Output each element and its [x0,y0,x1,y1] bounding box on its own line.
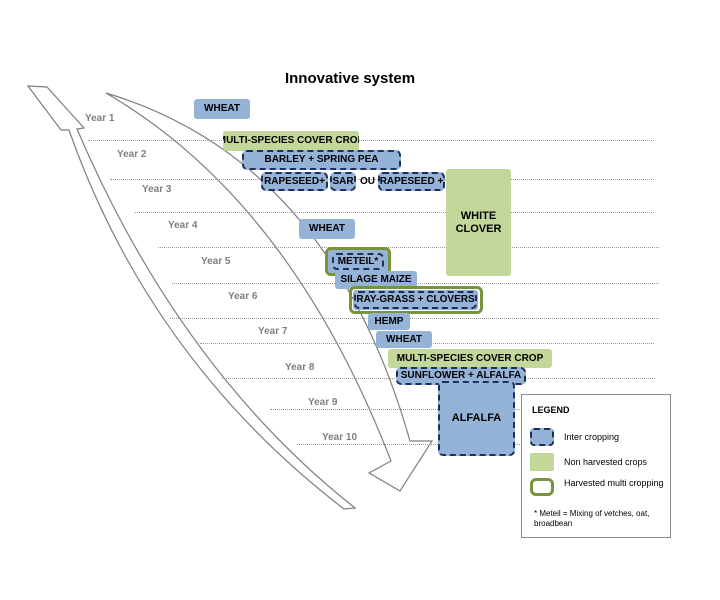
year-label: Year 2 [117,149,147,160]
legend-title: LEGEND [532,405,570,415]
downward-arrow [105,92,434,492]
crop-wheat: WHEAT [194,99,250,119]
legend-label-harvested-multi: Harvested multi cropping [564,478,664,488]
crop-raygrass-clovers: RAY-GRASS + CLOVERS [353,290,478,310]
year-separator [270,409,520,410]
legend-footnote: * Meteil = Mixing of vetches, oat, broad… [534,509,650,528]
year-separator [170,318,659,319]
crop-rapeseed: RAPESEED+ [261,172,328,191]
crop-alfalfa: ALFALFA [438,381,515,456]
crop-wheat: WHEAT [376,331,432,348]
crop-barley-spring-pea: BARLEY + SPRING PEA [242,150,401,170]
legend-swatch-inter-cropping [530,428,554,446]
crop-white-clover: WHITE CLOVER [446,169,511,276]
crop-silage-maize: SILAGE MAIZE [335,271,417,289]
year-separator [158,247,659,248]
raygrass-intercrop-border: RAY-GRASS + CLOVERS [354,291,477,309]
year-separator [297,444,520,445]
year-label: Year 4 [168,220,198,231]
legend-swatch-harvested-multi [530,478,554,496]
year-label: Year 5 [201,256,231,267]
diagram-title: Innovative system [284,70,416,87]
year-label: Year 7 [258,326,288,337]
legend-swatch-non-harvested [530,453,554,471]
raygrass-harvested-multi-border [349,286,483,314]
crop-cover-crop: MULTI-SPECIES COVER CROP [388,349,552,368]
crop-wheat: WHEAT [299,219,355,239]
legend: LEGEND Inter cropping Non harvested crop… [521,394,671,538]
upward-arrow [26,85,357,510]
or-label: OU [360,176,375,187]
year-label: Year 9 [308,397,338,408]
crop-meteil: METEIL* [328,250,388,273]
crop-sar: SAR [330,172,356,191]
year-separator [88,140,654,141]
legend-label-inter-cropping: Inter cropping [564,432,620,442]
year-label: Year 1 [85,113,115,124]
meteil-intercrop-border: METEIL* [332,253,384,270]
year-label: Year 3 [142,184,172,195]
year-label: Year 6 [228,291,258,302]
crop-hemp: HEMP [368,313,410,330]
year-label: Year 10 [322,432,358,443]
legend-label-non-harvested: Non harvested crops [564,457,648,467]
year-label: Year 8 [285,362,315,373]
crop-cover-crop: MULTI-SPECIES COVER CROP [223,131,359,151]
crop-rapeseed: RAPESEED + [378,172,445,191]
year-separator [135,212,654,213]
